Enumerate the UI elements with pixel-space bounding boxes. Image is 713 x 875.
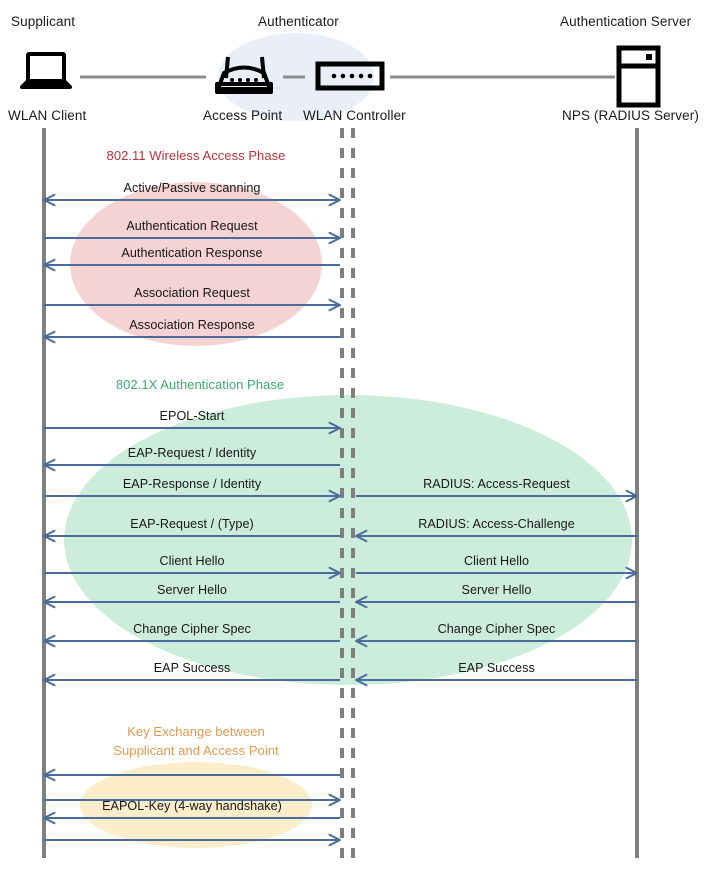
message-arrow-left-8 bbox=[43, 529, 340, 543]
message-label-left-2: Authentication Response bbox=[121, 246, 263, 260]
message-arrow-right-4 bbox=[355, 634, 637, 648]
message-label-left-9: Client Hello bbox=[159, 554, 225, 568]
message-label-left-3: Association Request bbox=[134, 286, 250, 300]
actor-name-nps: NPS (RADIUS Server) bbox=[562, 108, 699, 123]
message-arrow-left-14 bbox=[44, 793, 341, 807]
server-tower-icon bbox=[616, 45, 661, 108]
message-label-left-1: Authentication Request bbox=[126, 219, 258, 233]
message-arrow-left-15 bbox=[43, 811, 340, 825]
message-arrow-left-11 bbox=[43, 634, 340, 648]
message-arrow-right-2 bbox=[356, 566, 638, 580]
phase-label-802-1x: 802.1X Authentication Phase bbox=[116, 375, 284, 394]
message-label-right-2: Client Hello bbox=[464, 554, 529, 568]
message-arrow-left-0 bbox=[43, 193, 341, 207]
message-arrow-left-2 bbox=[43, 258, 340, 272]
message-arrow-left-12 bbox=[43, 673, 340, 687]
actor-name-wlan-controller: WLAN Controller bbox=[303, 108, 406, 123]
laptop-icon bbox=[20, 52, 72, 89]
message-arrow-left-16 bbox=[44, 833, 341, 847]
message-label-right-5: EAP Success bbox=[458, 661, 535, 675]
message-arrow-left-10 bbox=[43, 595, 340, 609]
message-arrow-left-1 bbox=[44, 231, 341, 245]
message-label-left-11: Change Cipher Spec bbox=[133, 622, 251, 636]
message-arrow-left-4 bbox=[43, 330, 340, 344]
message-arrow-left-13 bbox=[43, 768, 340, 782]
wireless-router-icon bbox=[215, 56, 273, 94]
phase-label-key-exchange: Key Exchange between Supplicant and Acce… bbox=[113, 722, 278, 760]
phase-label-802-11: 802.11 Wireless Access Phase bbox=[107, 146, 286, 165]
phase-label-line: Key Exchange between bbox=[127, 724, 265, 739]
message-label-left-5: EPOL-Start bbox=[159, 409, 225, 423]
message-label-left-8: EAP-Request / (Type) bbox=[130, 517, 254, 531]
controller-switch-icon bbox=[315, 61, 385, 91]
message-arrow-left-3 bbox=[44, 298, 341, 312]
message-label-left-0: Active/Passive scanning bbox=[123, 181, 261, 195]
message-arrow-left-6 bbox=[43, 458, 340, 472]
message-label-right-0: RADIUS: Access-Request bbox=[423, 477, 570, 491]
actor-role-authenticator: Authenticator bbox=[258, 14, 339, 29]
actor-role-authentication-server: Authentication Server bbox=[560, 14, 692, 29]
message-arrow-left-7 bbox=[44, 489, 341, 503]
actor-role-supplicant: Supplicant bbox=[11, 14, 76, 29]
phase-802-1x-region bbox=[64, 395, 632, 685]
message-arrow-right-0 bbox=[356, 489, 638, 503]
phase-label-line: Supplicant and Access Point bbox=[113, 743, 279, 758]
phase-label-line: 802.11 Wireless Access Phase bbox=[106, 148, 286, 163]
message-arrow-left-9 bbox=[44, 566, 341, 580]
message-arrow-right-5 bbox=[355, 673, 637, 687]
message-label-left-6: EAP-Request / Identity bbox=[127, 446, 257, 460]
actor-name-supplicant: WLAN Client bbox=[8, 108, 87, 123]
message-label-left-7: EAP-Response / Identity bbox=[122, 477, 262, 491]
message-arrow-left-5 bbox=[44, 421, 341, 435]
phase-label-line: 802.1X Authentication Phase bbox=[115, 377, 285, 392]
message-label-right-1: RADIUS: Access-Challenge bbox=[418, 517, 575, 531]
message-label-left-12: EAP Success bbox=[153, 661, 231, 675]
message-label-left-4: Association Response bbox=[129, 318, 255, 332]
message-label-right-3: Server Hello bbox=[461, 583, 532, 597]
message-label-right-4: Change Cipher Spec bbox=[437, 622, 556, 636]
message-arrow-right-1 bbox=[355, 529, 637, 543]
message-label-left-15: EAPOL-Key (4-way handshake) bbox=[102, 799, 282, 813]
message-arrow-right-3 bbox=[355, 595, 637, 609]
phase-key-exchange-region bbox=[80, 762, 312, 848]
actor-name-access-point: Access Point bbox=[203, 108, 283, 123]
message-label-left-10: Server Hello bbox=[157, 583, 227, 597]
